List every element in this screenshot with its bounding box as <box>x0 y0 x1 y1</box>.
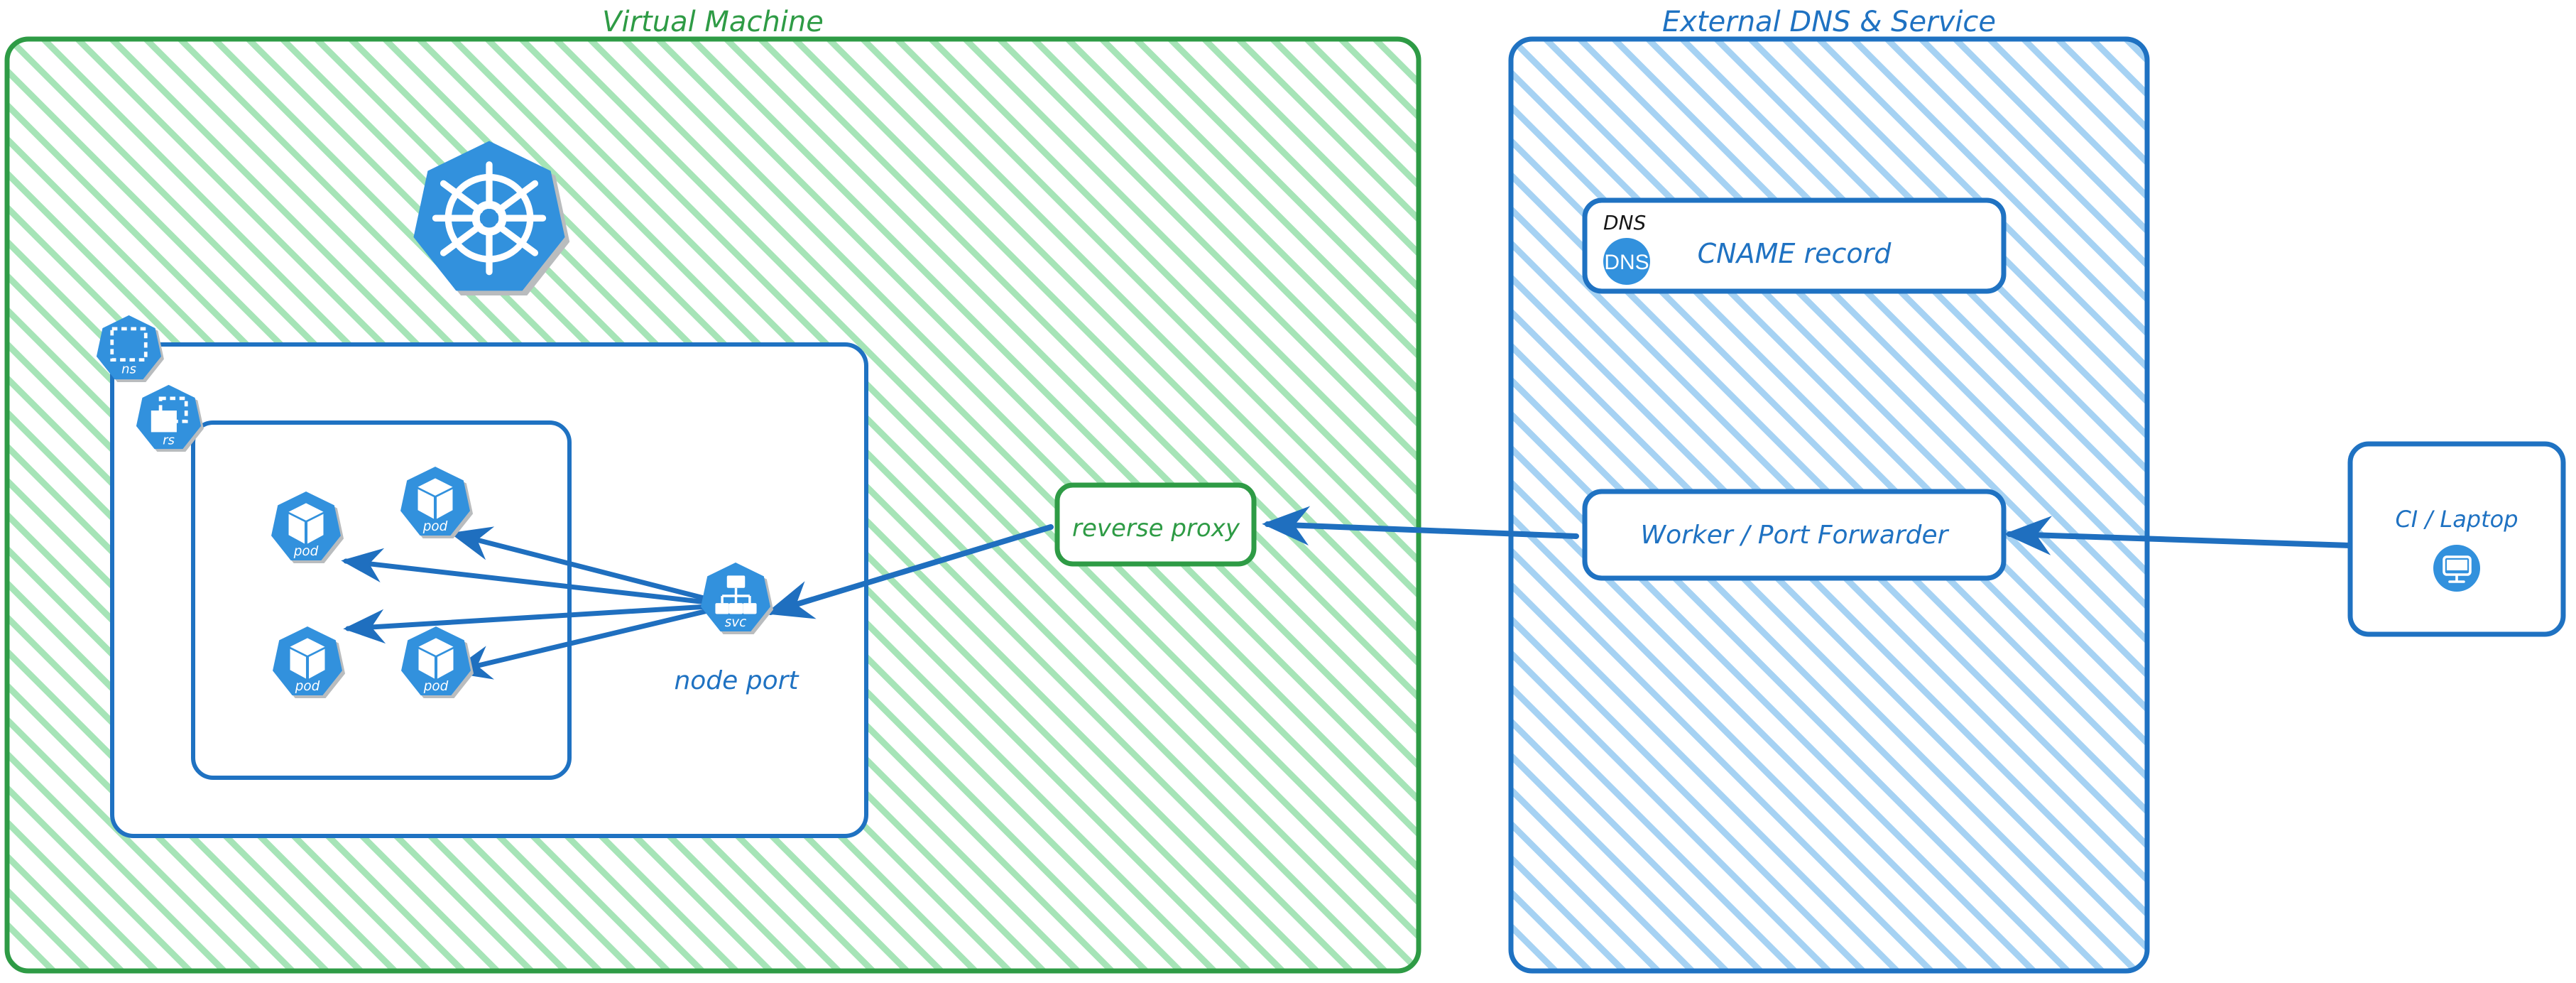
arrow-client-to-worker <box>2004 516 2353 555</box>
node-port-label: node port <box>674 666 799 695</box>
pod-4-caption: pod <box>423 679 449 694</box>
dns-card[interactable]: DNS DNS CNAME record <box>1582 197 2007 294</box>
dns-badge-text: DNS <box>1604 251 1649 274</box>
replicaset-container <box>191 420 572 780</box>
pod-1-icon: pod <box>271 492 344 564</box>
client-box[interactable] <box>2347 441 2566 637</box>
external-dns-service-title: External DNS & Service <box>1662 6 1996 38</box>
monitor-icon <box>2433 545 2480 592</box>
arrow-worker-to-reverse-proxy <box>1262 506 1579 546</box>
pod-2-caption: pod <box>422 519 448 534</box>
service-icon-caption: svc <box>725 615 747 630</box>
arrow-service-to-pod-2 <box>449 526 734 608</box>
service-icon: svc <box>701 563 774 635</box>
kubernetes-logo-icon <box>413 141 570 295</box>
replicaset-icon: rs <box>136 384 204 452</box>
reverse-proxy-box[interactable] <box>1054 482 1257 567</box>
replicaset-icon-caption: rs <box>163 433 175 448</box>
reverse-proxy-label: reverse proxy <box>1072 514 1240 543</box>
replicaset-box <box>191 420 572 780</box>
region-external-dns-service: External DNS & Service <box>1508 6 2150 974</box>
pod-1-caption: pod <box>293 544 319 559</box>
arrow-service-to-pod-1 <box>341 548 734 608</box>
pod-3-caption: pod <box>295 679 320 694</box>
arrow-service-to-pod-4 <box>449 602 734 680</box>
arrow-reverse-proxy-to-service <box>765 524 1054 619</box>
worker-node[interactable]: Worker / Port Forwarder <box>1582 489 2007 581</box>
reverse-proxy-node[interactable]: reverse proxy <box>1054 482 1257 567</box>
cname-record-label: CNAME record <box>1698 238 1892 269</box>
virtual-machine-title: Virtual Machine <box>602 6 824 38</box>
pod-3-icon: pod <box>273 626 346 699</box>
namespace-icon-caption: ns <box>121 362 136 377</box>
arrow-service-to-pod-3 <box>343 602 734 644</box>
namespace-icon: ns <box>96 315 164 382</box>
pod-4-icon: pod <box>401 626 474 699</box>
client-label: CI / Laptop <box>2395 506 2518 533</box>
service-to-pod-arrows <box>341 526 734 680</box>
worker-box[interactable] <box>1582 489 2007 581</box>
worker-label: Worker / Port Forwarder <box>1641 521 1950 550</box>
dns-badge-icon <box>1603 238 1650 285</box>
client-node[interactable]: CI / Laptop <box>2347 441 2566 637</box>
dns-card-box[interactable] <box>1582 197 2007 294</box>
dns-card-corner-label: DNS <box>1603 211 1646 234</box>
pod-2-icon: pod <box>400 467 474 539</box>
